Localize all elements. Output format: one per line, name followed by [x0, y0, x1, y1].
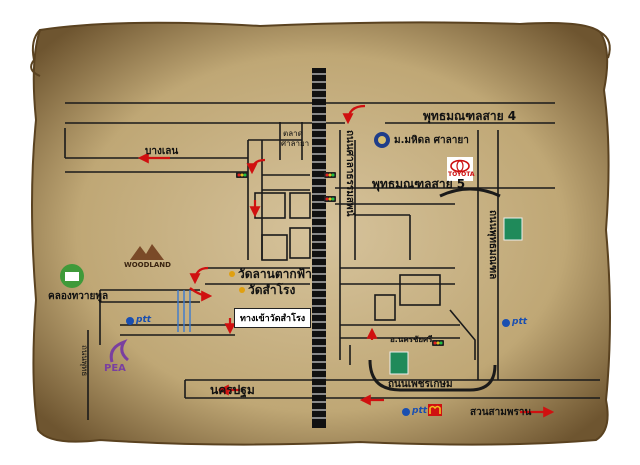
entrance-label-box: ทางเข้าวัดสำโรง: [234, 308, 312, 328]
market-logo-icon: [60, 264, 84, 288]
ptt-icon: [126, 316, 134, 325]
road-label-sam-phran: สวนสามพราน: [470, 407, 532, 418]
ptt-station-bottom: ptt: [402, 407, 427, 416]
toyota-icon: [447, 157, 473, 181]
road-label-bang-len: บางเลน: [145, 146, 179, 157]
place-o-nakhon: อ.นครชัยศรี: [390, 335, 433, 344]
place-wat-lan-tak-fa: วัดลานตากฟ้า: [238, 267, 312, 281]
place-market-sala-ya-1: ตลาด: [283, 129, 303, 138]
route-arrows: [137, 104, 555, 418]
ptt-label: ptt: [512, 317, 528, 327]
ptt-label: ptt: [412, 406, 428, 416]
pea-logo-icon: [109, 339, 129, 363]
road-label-phutthamonthon-4: พุทธมณฑลสาย 4: [423, 109, 517, 123]
place-khlong-market: คลองทวายพูล: [48, 291, 109, 302]
tesco-badge-right: [503, 217, 523, 241]
temple-markers: [229, 271, 245, 293]
entrance-label: ทางเข้าวัดสำโรง: [240, 314, 306, 324]
place-woodland: WOODLAND: [124, 261, 171, 269]
road-label-left: ถนนพุทธ: [80, 345, 89, 377]
place-wat-sam-rong: วัดสำโรง: [248, 283, 296, 297]
road-label-phetkasem: ถนนเพชรเกษม: [388, 379, 453, 390]
mcdonalds-icon: [428, 404, 442, 416]
road-label-phutthamonthon-side: ถนนพุทธมณฑล: [487, 210, 498, 280]
place-market-sala-ya-2: ศาลายา: [281, 139, 310, 148]
ptt-label: ptt: [136, 315, 152, 325]
place-toyota: TOYOTA: [448, 171, 475, 178]
place-pea: PEA: [104, 363, 126, 374]
ptt-icon: [502, 318, 510, 327]
road-label-nakhon-pathom: นครปฐม: [210, 383, 255, 397]
railway: [312, 68, 326, 428]
traffic-lights: [236, 172, 444, 346]
road-label-phutthamonthon-5: พุทธมณฑลสาย 5: [372, 177, 466, 191]
road-label-sala-thammasop: ถนนศาลาธรรมสพน์: [344, 130, 355, 217]
ptt-icon: [402, 407, 410, 416]
tesco-badge-lower: [389, 351, 409, 375]
ptt-station-right: ptt: [502, 318, 527, 327]
place-mahidol: ม.มหิดล ศาลายา: [394, 135, 469, 146]
woodland-icon: [130, 244, 164, 260]
roads: [64, 102, 600, 420]
mahidol-seal-icon: [374, 132, 390, 148]
ptt-station-left: ptt: [126, 316, 151, 325]
